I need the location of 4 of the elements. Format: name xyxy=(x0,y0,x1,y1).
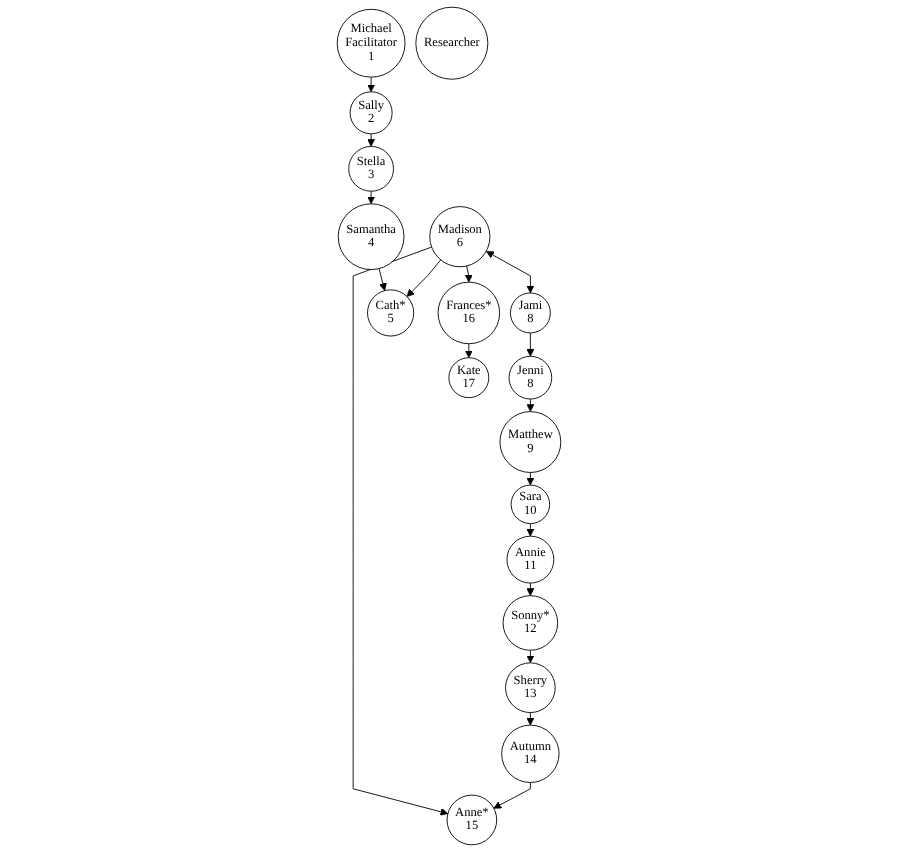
arrow xyxy=(526,712,535,726)
arrow xyxy=(526,472,535,486)
arrow xyxy=(526,523,535,537)
arrow xyxy=(526,398,535,412)
